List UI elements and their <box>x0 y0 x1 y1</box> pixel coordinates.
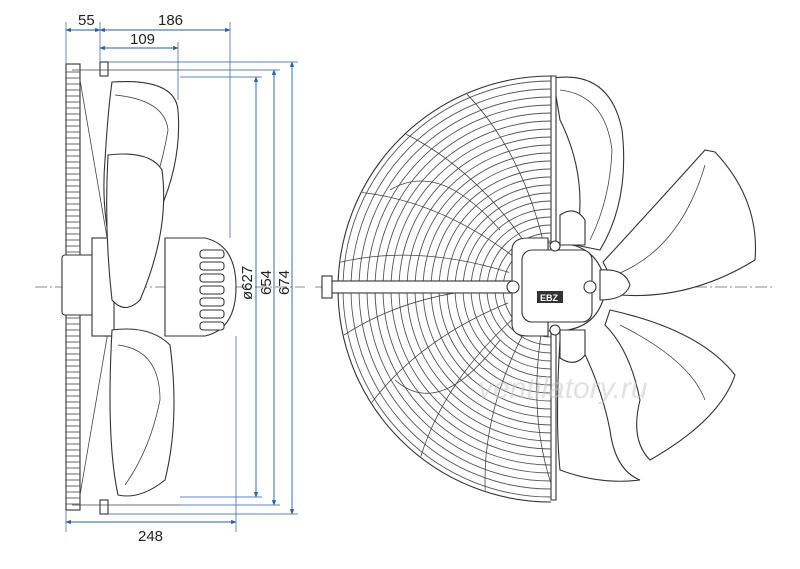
front-blade-1-edge <box>559 89 613 241</box>
front-blade-3-edge <box>619 324 706 401</box>
grill-spoke <box>340 254 510 273</box>
grill-spoke <box>536 332 551 502</box>
blade-mount-right <box>599 269 631 301</box>
motor-fin <box>199 261 225 271</box>
side-blade-mid <box>106 153 165 309</box>
support-bars <box>79 79 111 496</box>
grill-spoke <box>362 192 518 260</box>
dim-186: 186 <box>158 12 183 29</box>
motor-fins <box>199 249 225 331</box>
motor-label-plate <box>537 291 563 303</box>
hub-bolt-left <box>506 280 520 294</box>
side-blade-bottom-curve <box>117 344 161 486</box>
hub-bolt-top <box>549 240 561 252</box>
motor-fin <box>199 249 225 259</box>
dim-109: 109 <box>130 31 155 48</box>
side-view <box>35 61 305 515</box>
guard-bar-end <box>321 275 333 299</box>
motor-label: EBZ <box>540 293 559 303</box>
motor-fin <box>199 309 225 319</box>
grill-spoke <box>484 326 528 491</box>
motor-fin <box>199 285 225 295</box>
motor-fin <box>199 321 225 331</box>
grill-spoke <box>371 302 509 403</box>
front-blade-2-edge <box>614 164 706 276</box>
side-dimensions: 55 186 109 248 ø627 654 674 <box>65 12 298 545</box>
blade-mount-bottom <box>559 329 586 363</box>
front-blade-4 <box>556 334 641 482</box>
front-blade-3 <box>604 309 736 461</box>
dim-248: 248 <box>138 528 163 545</box>
motor-fin <box>199 297 225 307</box>
grill-spoke <box>466 94 545 245</box>
dim-55: 55 <box>78 12 95 29</box>
mount-tab-bottom <box>99 499 109 515</box>
side-blade-bottom <box>109 328 175 497</box>
dim-654: 654 <box>258 270 275 295</box>
guard-frame-edges <box>72 69 180 506</box>
hub-plate-front <box>521 249 593 323</box>
watermark: ventilatory.ru <box>478 372 648 405</box>
dim-627: ø627 <box>239 266 256 300</box>
front-view: EBZ <box>315 75 775 503</box>
motor-fin <box>199 273 225 283</box>
hub-bolt-bottom <box>549 324 561 336</box>
dim-674: 674 <box>276 270 293 295</box>
blade-mount-top <box>559 210 586 246</box>
hub-bolt-right <box>583 280 597 294</box>
mount-tab-top <box>99 61 109 77</box>
grill-spoke <box>405 133 530 250</box>
front-blade-1 <box>552 76 625 251</box>
